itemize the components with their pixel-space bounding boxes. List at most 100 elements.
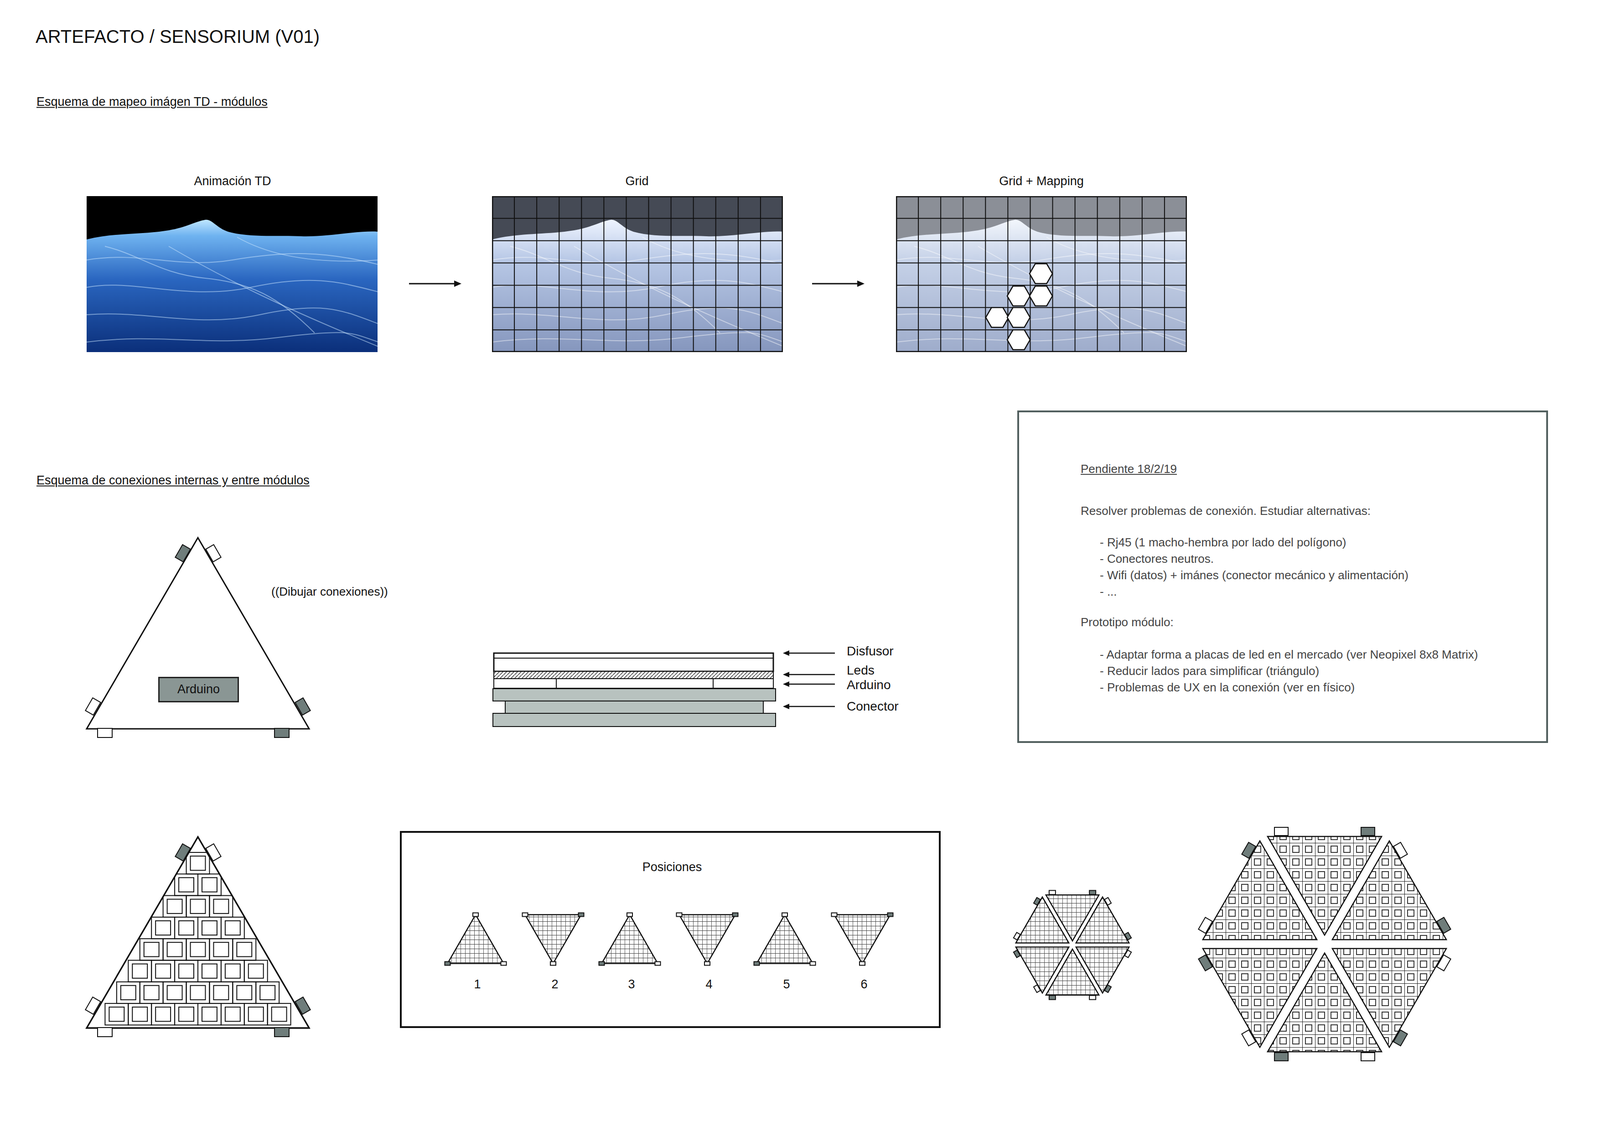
connector-tab [1393, 842, 1408, 859]
connector-tab [501, 961, 507, 966]
module-hexagon [985, 307, 1009, 327]
grid-line [895, 217, 1187, 219]
led-square [178, 920, 194, 935]
node-text: - Wifi (datos) + imánes (conector mecáni… [1099, 568, 1409, 583]
node-heading: Pendiente 18/2/19 [1080, 462, 1177, 477]
drawing-note: ((Dibujar conexiones)) [271, 585, 389, 599]
connector-tab [859, 961, 865, 966]
leader-line [787, 683, 835, 685]
connector-tab [85, 697, 101, 715]
led-square [201, 1006, 218, 1021]
led-cell [163, 938, 187, 960]
led-square [213, 942, 229, 957]
module-hexagon [1007, 329, 1031, 350]
connector-tab [887, 912, 894, 917]
arduino-divider [555, 678, 557, 689]
led-cell [244, 1003, 268, 1025]
grid-line [1141, 196, 1143, 353]
grid-line [760, 196, 762, 353]
grid-line [1074, 196, 1076, 353]
connector-tab [274, 1027, 290, 1037]
led-square [190, 899, 206, 914]
connector-tab [1104, 897, 1112, 906]
connector-tab [655, 961, 661, 966]
connector-tab [175, 544, 191, 562]
wave-line [491, 307, 783, 324]
wave-line [510, 246, 720, 333]
triangle-outline [86, 836, 310, 1028]
arduino-layer [493, 678, 774, 689]
led-square [190, 985, 206, 1000]
grid-line [491, 262, 783, 264]
triangle-outline [447, 914, 504, 964]
connector-tab [1198, 954, 1213, 971]
hexagon-assembly [1198, 827, 1451, 1061]
connector-tab [295, 996, 311, 1015]
led-square [201, 963, 218, 979]
node-text: Prototipo módulo: [1080, 615, 1174, 630]
terrain [86, 219, 378, 353]
connector-tab [831, 912, 838, 917]
connector-tab [274, 728, 290, 738]
connector-tab [472, 912, 479, 917]
wave-line [895, 307, 1187, 324]
connector-tab [1089, 890, 1096, 895]
connector-tab [1033, 897, 1041, 906]
terrain-image [491, 196, 783, 353]
connector-tab [810, 961, 816, 966]
led-cell [209, 981, 233, 1004]
module-hexagon [1007, 307, 1031, 327]
node-text: - Adaptar forma a placas de led en el me… [1099, 647, 1479, 662]
triangle-outline [525, 914, 582, 964]
led-cell [197, 960, 222, 982]
connector-tab [550, 961, 556, 966]
connector-tab [85, 996, 101, 1015]
connector-tab [1033, 984, 1041, 993]
led-cell [139, 938, 164, 960]
leader-head [782, 650, 790, 656]
arduino-divider [712, 678, 714, 689]
leader-line [787, 705, 835, 708]
connector-tab [97, 728, 113, 738]
grid-line [648, 196, 650, 353]
led-square [271, 1006, 287, 1021]
connector-tab [704, 961, 710, 966]
led-cell [232, 938, 256, 960]
grid-line [1007, 196, 1009, 353]
grid-line [962, 196, 964, 353]
led-cell [186, 938, 210, 960]
grid-line [895, 329, 1187, 331]
grid-line [625, 196, 627, 353]
node-text: - Conectores neutros. [1099, 552, 1214, 566]
led-square [178, 1006, 194, 1021]
arrow-line [812, 283, 860, 285]
grid-line [536, 196, 538, 353]
wave-line [86, 332, 378, 342]
node-text: 3 [627, 977, 635, 992]
arrow-line [409, 283, 456, 285]
led-square [155, 1006, 171, 1021]
connector-tab [1361, 827, 1375, 836]
connector-tab [1198, 916, 1213, 933]
connector-tab [1124, 932, 1132, 940]
led-square [167, 942, 183, 957]
module-triangle [85, 537, 311, 738]
led-cell [128, 960, 152, 982]
led-square [213, 899, 229, 914]
grid-line [1097, 196, 1098, 353]
led-square [167, 899, 183, 914]
connector-tab [1436, 954, 1451, 971]
grid-line [737, 196, 739, 353]
connector-tab [1274, 827, 1289, 836]
position-triangle [522, 912, 585, 966]
triangle-outline [756, 914, 813, 964]
led-square [248, 963, 264, 979]
grid-line [491, 240, 783, 242]
image-caption: Animación TD [193, 174, 271, 189]
led-cell [221, 1003, 245, 1025]
leader-head [782, 671, 790, 678]
led-cell [151, 1003, 175, 1025]
connector-tab [205, 544, 221, 562]
grid-line [1164, 196, 1166, 353]
